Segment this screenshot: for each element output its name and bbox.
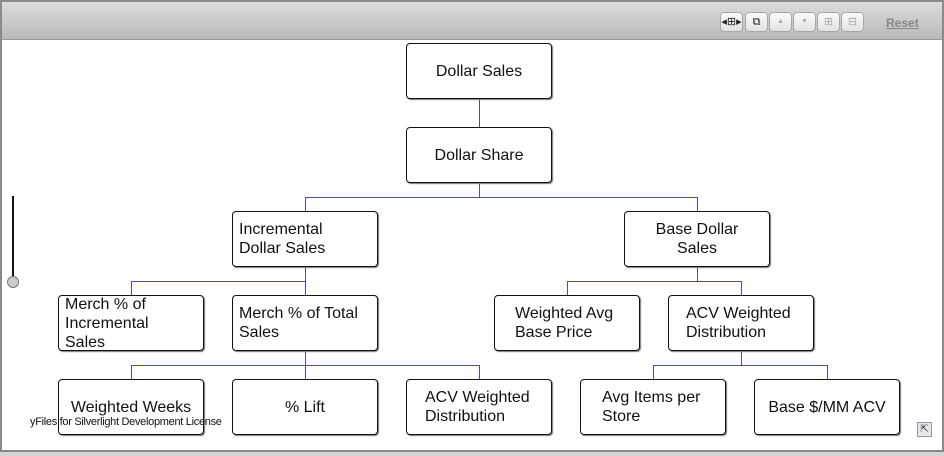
edge <box>305 197 698 211</box>
node-pct-lift[interactable]: % Lift <box>232 379 378 435</box>
node-label: Base $/MM ACV <box>768 398 886 416</box>
node-acv-weighted-distribution[interactable]: ACV Weighted Distribution <box>668 295 814 351</box>
node-label: Avg Items per Store <box>602 389 701 425</box>
fit-arrows-icon: ◂⊞▸ <box>721 16 742 28</box>
toolbar: ◂⊞▸ ⧉ ▲ ▼ ⊞ ⊟ Reset <box>2 2 942 40</box>
node-label: Merch % of Total Sales <box>239 305 358 341</box>
node-label: % Lift <box>284 398 325 416</box>
node-weighted-weeks[interactable]: Weighted Weeks <box>58 379 204 435</box>
collapse-button[interactable]: ⊟ <box>841 12 864 32</box>
triangle-down-icon: ▼ <box>801 18 808 25</box>
edge <box>131 281 306 295</box>
fit-content-button[interactable]: ◂⊞▸ <box>720 12 743 32</box>
resize-arrow-icon[interactable]: ⇱ <box>917 422 932 437</box>
reset-link[interactable]: Reset <box>886 16 919 30</box>
license-watermark: yFiles for Silverlight Development Licen… <box>30 416 222 428</box>
overview-button[interactable]: ⧉ <box>745 12 768 32</box>
stacked-windows-icon: ⧉ <box>752 16 761 28</box>
node-merch-incremental[interactable]: Merch % of Incremental Sales <box>58 295 204 351</box>
expand-button[interactable]: ⊞ <box>817 12 840 32</box>
node-merch-total[interactable]: Merch % of Total Sales <box>232 295 378 351</box>
edge <box>131 365 480 379</box>
node-label: Weighted Weeks <box>70 398 192 416</box>
node-base-dollar-sales[interactable]: Base Dollar Sales <box>624 211 770 267</box>
node-incremental-dollar-sales[interactable]: Incremental Dollar Sales <box>232 211 378 267</box>
minus-box-icon: ⊟ <box>847 16 858 28</box>
edge <box>653 365 828 379</box>
node-label: Incremental Dollar Sales <box>239 221 326 257</box>
node-label: Merch % of Incremental Sales <box>65 295 149 351</box>
node-acv-weighted-distribution[interactable]: ACV Weighted Distribution <box>406 379 552 435</box>
node-base-mm-acv[interactable]: Base $/MM ACV <box>754 379 900 435</box>
move-down-button[interactable]: ▼ <box>793 12 816 32</box>
plus-box-icon: ⊞ <box>823 16 834 28</box>
node-label: Base Dollar Sales <box>655 221 739 257</box>
move-up-button[interactable]: ▲ <box>769 12 792 32</box>
node-label: Dollar Share <box>434 146 524 164</box>
node-dollar-sales[interactable]: Dollar Sales <box>406 43 552 99</box>
edge <box>567 281 742 295</box>
node-dollar-share[interactable]: Dollar Share <box>406 127 552 183</box>
zoom-slider-track[interactable] <box>12 196 14 278</box>
node-label: Dollar Sales <box>435 62 523 80</box>
node-label: ACV Weighted Distribution <box>425 389 530 425</box>
node-weighted-avg-base-price[interactable]: Weighted Avg Base Price <box>494 295 640 351</box>
node-label: ACV Weighted Distribution <box>686 305 791 341</box>
node-avg-items-per-store[interactable]: Avg Items per Store <box>580 379 726 435</box>
zoom-slider-thumb[interactable] <box>7 276 19 288</box>
triangle-up-icon: ▲ <box>777 18 784 25</box>
node-label: Weighted Avg Base Price <box>515 305 614 341</box>
